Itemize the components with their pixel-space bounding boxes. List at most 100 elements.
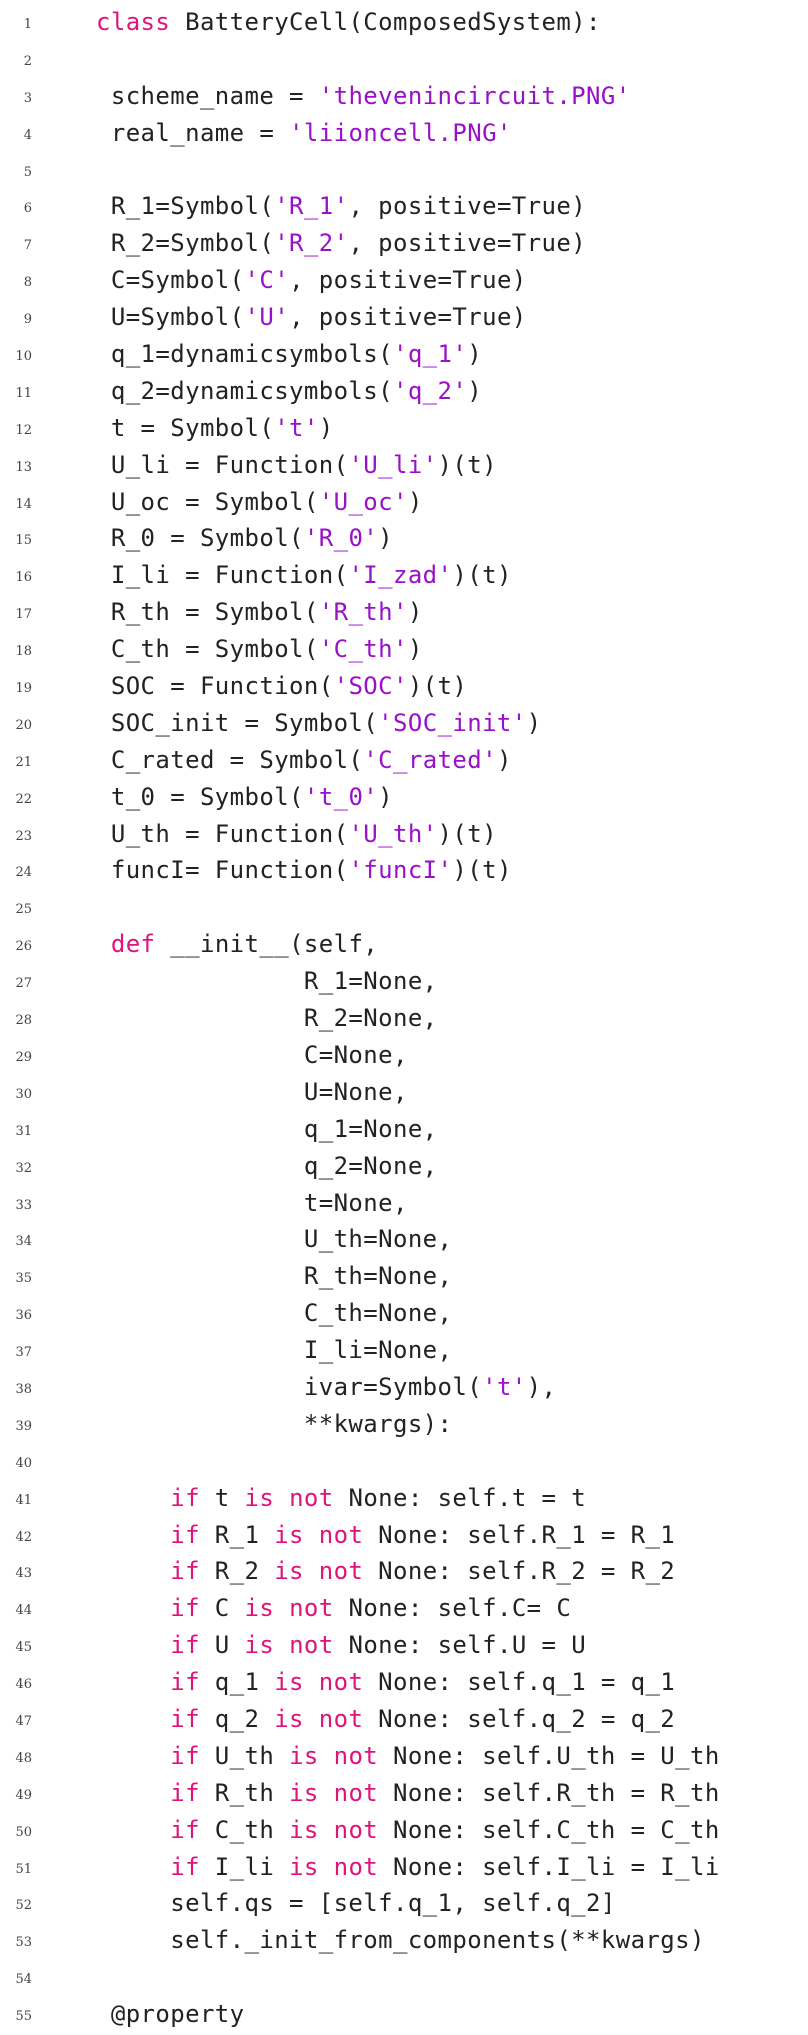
string-token: 'thevenincircuit.PNG' <box>318 81 631 110</box>
code-text: U=Symbol('U', positive=True) <box>96 303 527 331</box>
keyword-token: is not <box>289 1815 379 1844</box>
code-text: q_1=None, <box>96 1115 438 1143</box>
string-token: 'C_th' <box>318 635 408 664</box>
code-token: ), <box>526 1372 557 1401</box>
code-text: I_li=None, <box>96 1336 452 1364</box>
code-token: t=None, <box>96 1188 408 1217</box>
keyword-token: is not <box>274 1704 364 1733</box>
code-line: 28 R_2=None, <box>0 1002 808 1039</box>
keyword-token: if <box>170 1483 200 1512</box>
code-token: None: self.t = t <box>333 1483 587 1512</box>
line-number: 54 <box>15 1972 32 1988</box>
line-number: 20 <box>15 717 32 733</box>
code-token: U_li = Function( <box>96 450 349 479</box>
code-text: if R_th is not None: self.R_th = R_th <box>96 1779 720 1807</box>
string-token: 'U_li' <box>348 450 438 479</box>
code-text: C_th=None, <box>96 1299 452 1327</box>
keyword-token: is not <box>274 1668 364 1697</box>
code-token: R_1 <box>199 1520 275 1549</box>
code-line: 7 R_2=Symbol('R_2', positive=True) <box>0 227 808 264</box>
string-token: 'U_th' <box>348 819 438 848</box>
code-text: if R_2 is not None: self.R_2 = R_2 <box>96 1557 675 1585</box>
line-number: 8 <box>23 275 32 291</box>
code-token: ) <box>407 487 423 516</box>
code-line: 30 U=None, <box>0 1076 808 1113</box>
code-token <box>96 1668 170 1696</box>
code-token: ) <box>407 598 423 627</box>
code-text: funcI= Function('funcI')(t) <box>96 856 512 884</box>
string-token: 'liioncell.PNG' <box>289 118 512 147</box>
code-line: 18 C_th = Symbol('C_th') <box>0 633 808 670</box>
code-token: **kwargs): <box>96 1409 453 1438</box>
keyword-token: if <box>170 1741 200 1770</box>
code-token <box>96 1705 170 1733</box>
line-number: 21 <box>15 754 32 770</box>
line-number: 38 <box>15 1381 32 1397</box>
keyword-token: if <box>170 1557 200 1586</box>
code-line: 37 I_li=None, <box>0 1334 808 1371</box>
code-token: None: self.I_li = I_li <box>378 1852 720 1881</box>
code-text: q_2=None, <box>96 1152 438 1180</box>
code-token: SOC = Function( <box>96 672 334 701</box>
code-token: I_li=None, <box>96 1336 453 1365</box>
code-token <box>96 1521 170 1549</box>
code-line: 33 t=None, <box>0 1187 808 1224</box>
code-token: U=None, <box>96 1077 408 1106</box>
code-token: R_2=None, <box>96 1004 438 1033</box>
line-number: 37 <box>15 1345 32 1361</box>
line-number: 52 <box>15 1898 32 1914</box>
code-text: **kwargs): <box>96 1410 452 1438</box>
code-text: R_th=None, <box>96 1262 452 1290</box>
code-token: R_2=Symbol( <box>96 229 275 258</box>
line-number: 39 <box>15 1418 32 1434</box>
code-line: 40 <box>0 1445 808 1482</box>
line-number: 25 <box>15 902 32 918</box>
string-token: 'SOC' <box>333 672 408 701</box>
line-number: 51 <box>15 1861 32 1877</box>
code-text: if q_2 is not None: self.q_2 = q_2 <box>96 1705 675 1733</box>
keyword-token: is not <box>244 1483 334 1512</box>
code-token: None: self.R_1 = R_1 <box>363 1520 676 1549</box>
line-number: 42 <box>15 1529 32 1545</box>
code-line: 9 U=Symbol('U', positive=True) <box>0 301 808 338</box>
string-token: 'funcI' <box>348 856 453 885</box>
line-number: 15 <box>15 533 32 549</box>
code-line: 55 @property <box>0 1998 808 2035</box>
code-text: q_1=dynamicsymbols('q_1') <box>96 340 482 368</box>
line-number: 30 <box>15 1086 32 1102</box>
code-line: 53 self._init_from_components(**kwargs) <box>0 1924 808 1961</box>
code-text: R_0 = Symbol('R_0') <box>96 524 393 552</box>
code-text: R_2=None, <box>96 1004 438 1032</box>
code-token: C <box>199 1594 245 1623</box>
code-line: 2 <box>0 43 808 80</box>
code-token: self._init_from_components(**kwargs) <box>96 1926 705 1955</box>
line-number: 41 <box>15 1492 32 1508</box>
code-token: ) <box>318 413 334 442</box>
code-token: I_li <box>199 1852 290 1881</box>
code-token <box>96 1631 170 1659</box>
string-token: 'q_2' <box>392 376 468 405</box>
line-number: 35 <box>15 1271 32 1287</box>
code-text: self.qs = [self.q_1, self.q_2] <box>96 1889 616 1917</box>
code-text: U_th=None, <box>96 1225 452 1253</box>
code-text: U=None, <box>96 1078 408 1106</box>
keyword-token: if <box>170 1668 200 1697</box>
code-text: def __init__(self, <box>96 930 378 958</box>
line-number: 32 <box>15 1160 32 1176</box>
code-token: R_1=None, <box>96 967 438 996</box>
code-text: if q_1 is not None: self.q_1 = q_1 <box>96 1668 675 1696</box>
code-line: 52 self.qs = [self.q_1, self.q_2] <box>0 1887 808 1924</box>
line-number: 23 <box>15 828 32 844</box>
string-token: 't' <box>274 413 319 442</box>
code-text: if R_1 is not None: self.R_1 = R_1 <box>96 1521 675 1549</box>
code-token: R_1=Symbol( <box>96 192 275 221</box>
code-token: U <box>199 1631 245 1660</box>
code-token: , positive=True) <box>289 303 527 332</box>
code-token: t <box>199 1483 245 1512</box>
code-token: C_th <box>199 1815 290 1844</box>
code-line: 10 q_1=dynamicsymbols('q_1') <box>0 338 808 375</box>
keyword-token: if <box>170 1631 200 1660</box>
code-token: ) <box>467 376 483 405</box>
keyword-token: is not <box>289 1852 379 1881</box>
line-number: 10 <box>15 349 32 365</box>
